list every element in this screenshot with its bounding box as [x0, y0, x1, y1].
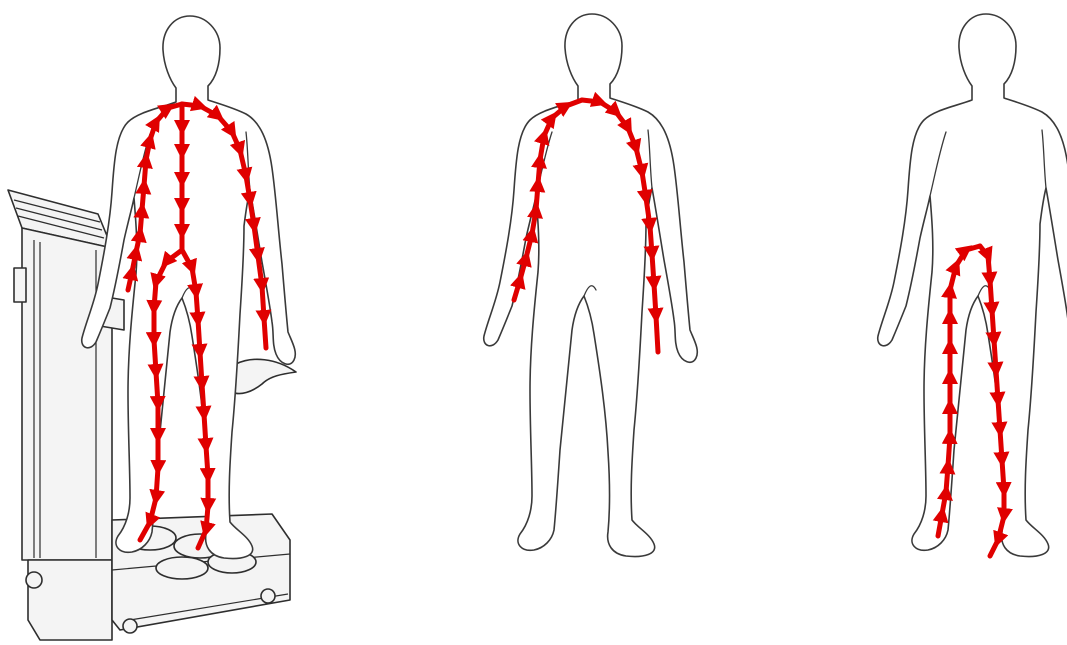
figure-leg-to-leg	[878, 14, 1067, 557]
figure-whole-body	[8, 16, 296, 640]
human-figure-icon	[878, 14, 1067, 557]
human-figure-icon	[484, 14, 698, 557]
figure-arm-to-arm	[484, 14, 698, 557]
